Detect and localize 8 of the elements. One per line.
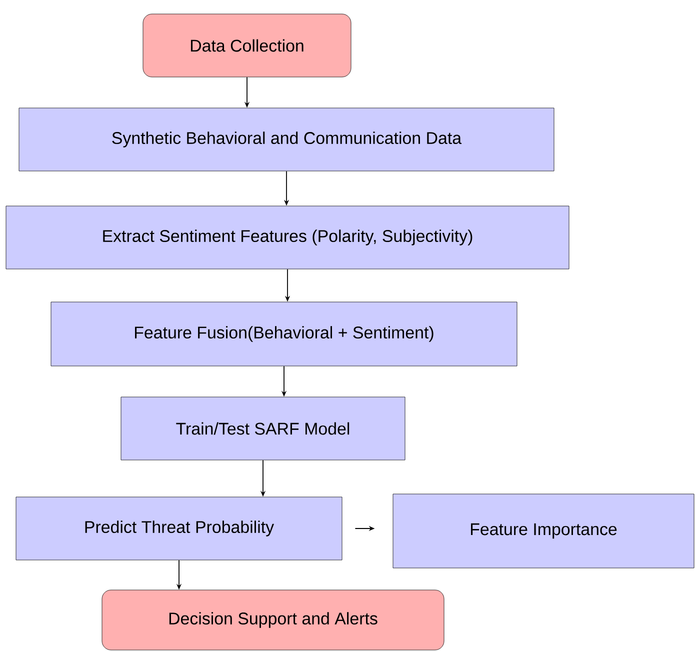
process-box: Feature Importance	[392, 494, 694, 568]
process-box: Train/Test SARF Model	[120, 396, 406, 460]
terminal-box: Data Collection	[142, 14, 352, 78]
process-box: Synthetic Behavioral and Communication Data	[18, 108, 554, 172]
process-box: Predict Threat Probability	[16, 496, 342, 560]
process-box: Extract Sentiment Features (Polarity, Subjectivity)	[6, 206, 570, 270]
terminal-box: Decision Support and Alerts	[102, 590, 444, 650]
process-box: Feature Fusion(Behavioral + Sentiment)	[50, 302, 518, 366]
